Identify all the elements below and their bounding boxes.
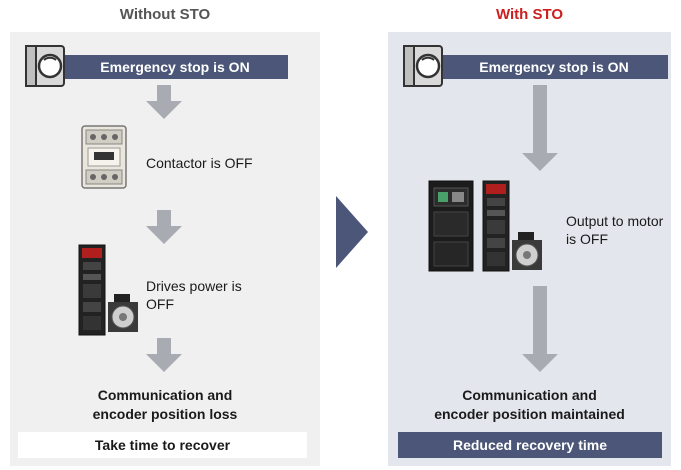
right-result-line1: Communication and bbox=[462, 387, 597, 403]
servo-motor-icon bbox=[108, 294, 138, 332]
servo-amplifier-icon bbox=[78, 244, 106, 336]
transition-arrow-icon bbox=[336, 196, 368, 268]
left-footer-label: Take time to recover bbox=[94, 437, 231, 453]
right-step1-label: Output to motor is OFF bbox=[566, 212, 663, 248]
contactor-icon bbox=[81, 125, 127, 189]
left-footer: Take time to recover bbox=[18, 432, 307, 458]
right-step1-line2: is OFF bbox=[566, 231, 608, 247]
inverter-icon bbox=[428, 180, 474, 272]
left-emergency-banner: Emergency stop is ON bbox=[62, 55, 288, 79]
right-arrow-1-icon bbox=[522, 85, 558, 171]
left-step2-label: Drives power is OFF bbox=[146, 277, 242, 313]
heading-without-sto: Without STO bbox=[119, 6, 211, 23]
servo-amplifier-icon bbox=[482, 180, 510, 272]
emergency-stop-icon bbox=[403, 45, 443, 87]
left-arrow-3-icon bbox=[146, 338, 182, 372]
right-emergency-label: Emergency stop is ON bbox=[479, 59, 629, 75]
left-arrow-1-icon bbox=[146, 85, 182, 119]
right-step1-line1: Output to motor bbox=[566, 213, 664, 229]
left-result: Communication and encoder position loss bbox=[10, 386, 320, 424]
right-arrow-2-icon bbox=[522, 286, 558, 372]
right-footer-label: Reduced recovery time bbox=[452, 437, 608, 453]
left-arrow-2-icon bbox=[146, 210, 182, 244]
left-step2-line2: OFF bbox=[146, 296, 174, 312]
heading-with-sto: With STO bbox=[495, 6, 564, 23]
left-step2-line1: Drives power is bbox=[146, 278, 242, 294]
servo-motor-icon bbox=[512, 232, 542, 270]
right-result: Communication and encoder position maint… bbox=[388, 386, 671, 424]
left-emergency-label: Emergency stop is ON bbox=[100, 59, 250, 75]
right-footer: Reduced recovery time bbox=[398, 432, 662, 458]
left-step1-label: Contactor is OFF bbox=[146, 155, 253, 171]
right-result-line2: encoder position maintained bbox=[434, 406, 625, 422]
left-result-line2: encoder position loss bbox=[92, 406, 238, 422]
emergency-stop-icon bbox=[25, 45, 65, 87]
left-result-line1: Communication and bbox=[97, 387, 233, 403]
right-emergency-banner: Emergency stop is ON bbox=[440, 55, 668, 79]
